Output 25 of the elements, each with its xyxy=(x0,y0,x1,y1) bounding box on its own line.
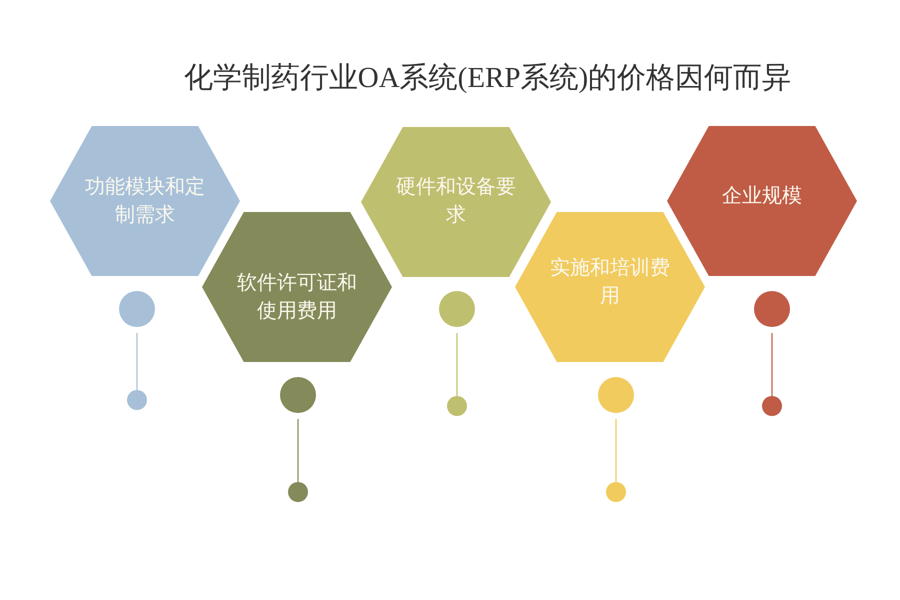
circle-marker xyxy=(598,377,634,413)
circle-marker xyxy=(119,291,155,327)
node-label: 软件许可证和使用费用 xyxy=(236,271,358,324)
node-label: 硬件和设备要求 xyxy=(395,175,517,228)
node-label: 企业规模 xyxy=(721,184,803,209)
connector-line xyxy=(615,419,617,482)
connector-line xyxy=(456,333,458,396)
circle-marker xyxy=(762,396,782,416)
circle-marker xyxy=(439,291,475,327)
circle-marker xyxy=(447,396,467,416)
connector-line xyxy=(136,333,138,390)
circle-marker xyxy=(127,390,147,410)
hexagon-node xyxy=(202,212,392,362)
node-label: 实施和培训费用 xyxy=(549,256,671,309)
hexagon-node xyxy=(667,126,857,276)
circle-marker xyxy=(280,377,316,413)
circle-marker xyxy=(754,291,790,327)
circle-marker xyxy=(288,482,308,502)
connector-line xyxy=(297,419,299,482)
connector-line xyxy=(771,333,773,396)
node-label: 功能模块和定制需求 xyxy=(84,175,206,228)
title: 化学制药行业OA系统(ERP系统)的价格因何而异 xyxy=(182,61,792,96)
hexagon-node xyxy=(515,212,705,362)
hexagon-node xyxy=(361,127,551,277)
circle-marker xyxy=(606,482,626,502)
